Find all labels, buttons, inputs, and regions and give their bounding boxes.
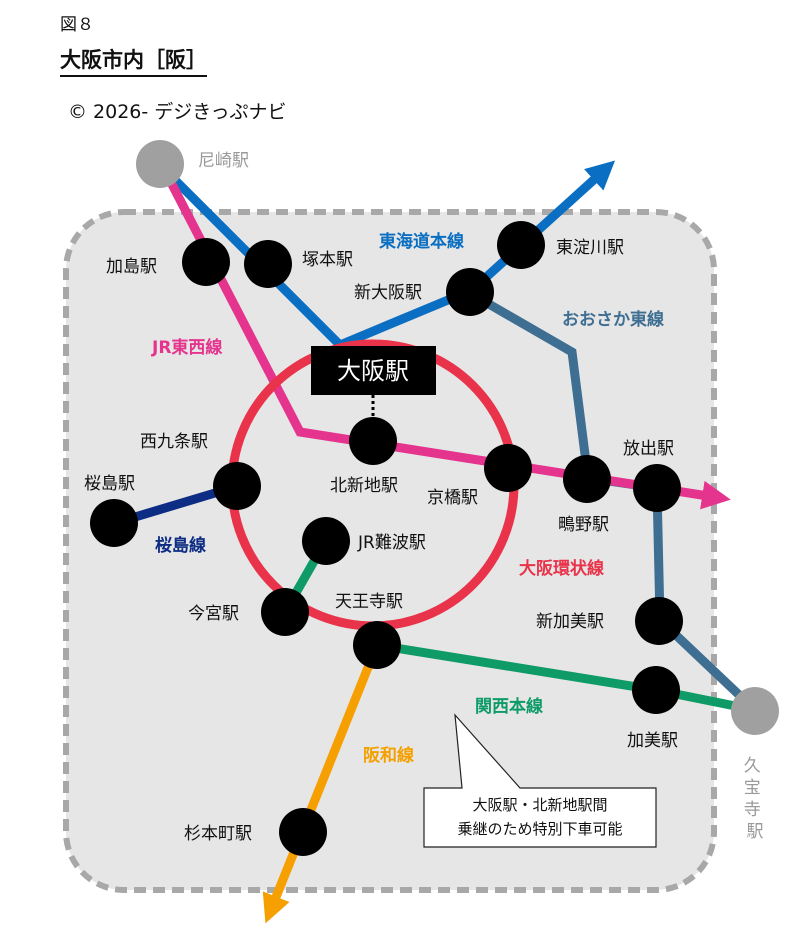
station-dot-shinkami	[635, 597, 683, 645]
station-kyobashi: 京橋駅	[427, 488, 478, 508]
callout-bubble	[423, 713, 657, 848]
callout-line2: 乗継のため特別下車可能	[457, 820, 622, 838]
station-shinosaka: 新大阪駅	[354, 283, 422, 303]
station-kyuhoji-char4: 駅	[747, 822, 764, 842]
station-jr-namba: JR難波駅	[357, 533, 426, 553]
station-kyuhoji-char3: 寺	[744, 800, 761, 820]
station-dot-sugimotocho	[279, 808, 327, 856]
station-kami: 加美駅	[627, 731, 678, 751]
station-shinkami: 新加美駅	[536, 612, 604, 632]
copyright: © 2026- デジきっぷナビ	[68, 101, 287, 123]
station-dot-tsukamoto	[244, 240, 292, 288]
station-hanaten: 放出駅	[623, 439, 674, 459]
line-hanwa	[262, 643, 382, 924]
station-dot-kyobashi	[484, 444, 532, 492]
label-hanwa: 阪和線	[363, 745, 414, 766]
station-dot-nishikujo	[213, 462, 261, 510]
osaka-station-box	[311, 346, 436, 395]
label-sakurajima: 桜島線	[155, 535, 206, 556]
station-sakurajima: 桜島駅	[84, 474, 135, 494]
station-dot-higashiyodogawa	[497, 221, 545, 269]
station-amagasaki: 尼崎駅	[198, 151, 249, 171]
station-kyuhoji-char2: 宝	[744, 778, 761, 798]
station-dot-kashima	[182, 238, 230, 286]
callout-line1: 大阪駅・北新地駅間	[472, 796, 607, 814]
station-imamiya: 今宮駅	[188, 604, 239, 624]
station-kyuhoji: 久 宝 寺 駅	[744, 756, 766, 842]
station-kyuhoji-char1: 久	[744, 756, 761, 776]
station-dot-kami	[632, 666, 680, 714]
station-dot-hanaten	[633, 464, 681, 512]
station-kashima: 加島駅	[106, 257, 157, 277]
station-higashiyodogawa: 東淀川駅	[556, 238, 624, 258]
station-nishikujo: 西九条駅	[140, 432, 208, 452]
station-shigino: 鴫野駅	[558, 515, 609, 535]
station-dot-shinosaka	[446, 268, 494, 316]
label-osaka-higashi: おおさか東線	[562, 309, 664, 330]
city-area	[63, 209, 717, 893]
station-dot-amagasaki	[136, 140, 184, 188]
station-dot-sakurajima	[90, 499, 138, 547]
station-dot-tennoji	[353, 621, 401, 669]
station-dot-imamiya	[261, 588, 309, 636]
label-jr-tozai: JR東西線	[151, 337, 222, 358]
station-osaka: 大阪駅	[337, 357, 409, 385]
label-kansai-main: 関西本線	[475, 696, 543, 717]
label-tokaido: 東海道本線	[379, 231, 464, 252]
station-dot-jr-namba	[302, 517, 350, 565]
label-osaka-loop: 大阪環状線	[519, 558, 604, 579]
station-dot-kitashinchi	[349, 417, 397, 465]
page-title: 大阪市内［阪］	[60, 44, 207, 77]
station-tsukamoto: 塚本駅	[302, 250, 353, 270]
station-tennoji: 天王寺駅	[335, 592, 403, 612]
station-sugimotocho: 杉本町駅	[184, 824, 252, 844]
station-kitashinchi: 北新地駅	[330, 476, 398, 496]
station-dot-kyuhoji	[731, 687, 779, 735]
station-dot-shigino	[563, 455, 611, 503]
figure-label: 図８	[60, 15, 94, 35]
